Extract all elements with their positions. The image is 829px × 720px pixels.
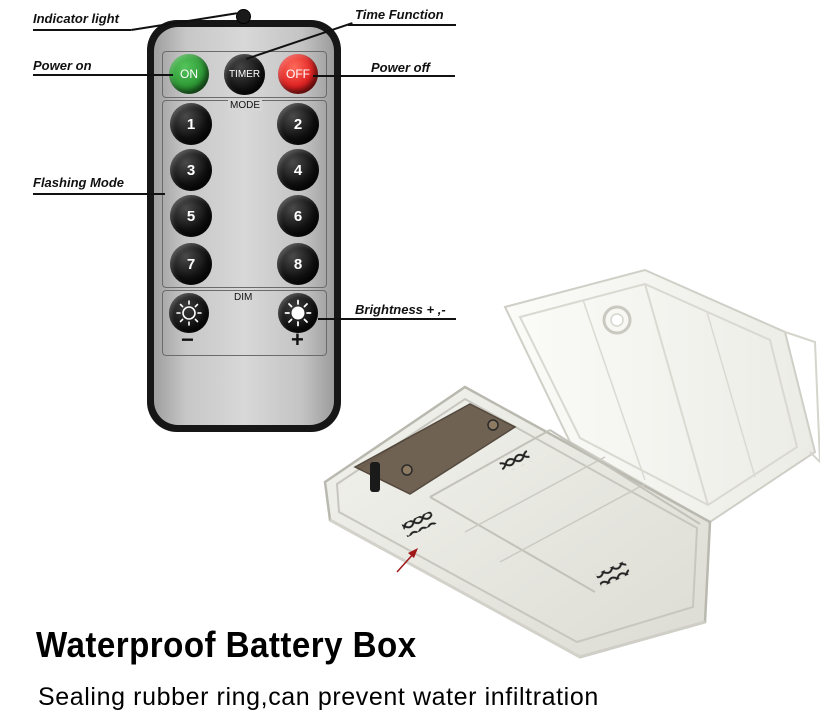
indicator-led [236,9,251,24]
on-button-label: ON [180,67,198,81]
timer-button-label: TIMER [228,69,261,80]
mode-button-3[interactable]: 3 [170,149,212,191]
dim-up-button[interactable] [278,293,318,333]
sun-bright-icon [284,299,312,327]
mode-button-2-label: 2 [293,115,303,133]
off-button-label: OFF [286,67,310,81]
timer-button[interactable]: TIMER [224,54,265,95]
mode-button-2[interactable]: 2 [277,103,319,145]
mode-button-1-label: 1 [186,115,196,133]
callout-power-on: Power on [33,58,92,73]
mode-button-4-label: 4 [293,161,303,179]
mode-button-4[interactable]: 4 [277,149,319,191]
callout-power-off-line [313,75,455,77]
caption-subtitle: Sealing rubber ring,can prevent water in… [38,683,599,711]
caption-title: Waterproof Battery Box [36,624,417,665]
callout-power-off: Power off [371,60,430,75]
mode-label: MODE [228,100,262,111]
callout-flashing-mode: Flashing Mode [33,175,124,190]
mode-button-8[interactable]: 8 [277,243,319,285]
mode-button-7-label: 7 [186,255,196,273]
plus-label: + [291,327,304,352]
battery-box-image [323,268,820,659]
mode-button-3-label: 3 [186,161,196,179]
mode-button-6-label: 6 [293,207,303,225]
callout-indicator-underline [33,29,131,31]
mode-button-1[interactable]: 1 [170,103,212,145]
mode-button-8-label: 8 [293,255,303,273]
dim-down-button[interactable] [169,293,209,333]
mode-button-7[interactable]: 7 [170,243,212,285]
battery-box-base [323,385,712,659]
callout-time-underline [348,24,456,26]
dim-label: DIM [234,292,253,303]
off-button[interactable]: OFF [278,54,318,94]
mode-button-5[interactable]: 5 [170,195,212,237]
callout-brightness-line [318,318,456,320]
callout-indicator-light: Indicator light [33,11,119,26]
callout-power-on-line [33,74,173,76]
sun-dim-icon [176,300,202,326]
callout-brightness: Brightness + ,- [355,302,446,317]
on-button[interactable]: ON [169,54,209,94]
mode-button-6[interactable]: 6 [277,195,319,237]
callout-time-function: Time Function [355,7,444,22]
minus-label: − [181,327,194,352]
mode-button-5-label: 5 [186,207,196,225]
callout-flashing-mode-line [33,193,165,195]
seal-arrow-icon [396,548,418,573]
dim-panel [162,290,327,356]
